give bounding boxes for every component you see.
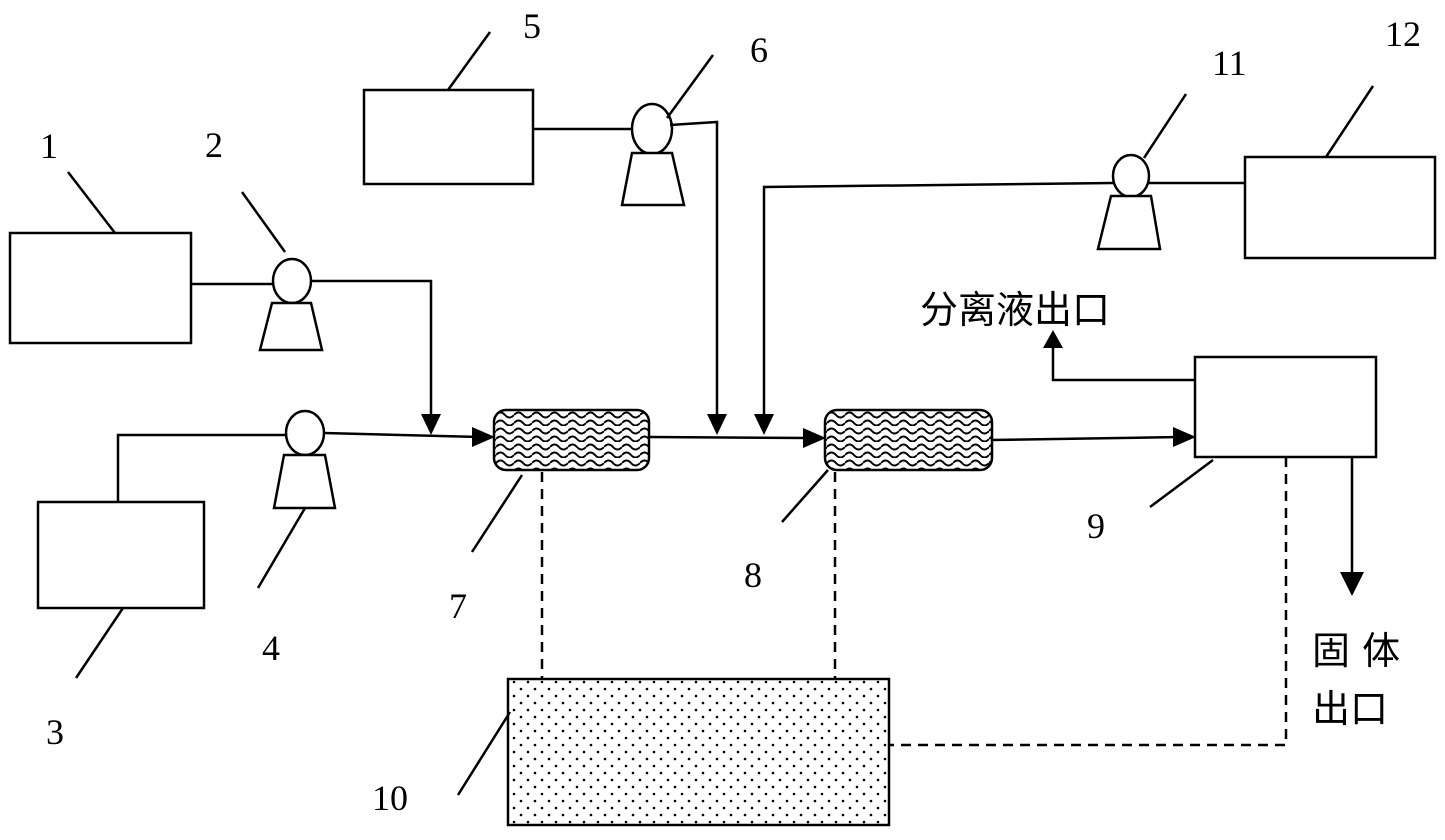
pipe-liquid-outlet: [1051, 345, 1195, 382]
pipe-pump-11-to-mix: [762, 181, 1114, 420]
label-6: 6: [750, 30, 768, 70]
leader-6: [665, 54, 715, 119]
label-1: 1: [40, 126, 58, 166]
leader-10: [456, 711, 512, 796]
leader-9: [1149, 458, 1214, 509]
pipe-pump-6-to-mix: [669, 120, 719, 420]
liquid-outlet-label: 分离液出口: [920, 288, 1110, 332]
label-8: 8: [744, 555, 762, 595]
leader-12: [1324, 85, 1375, 158]
arrow-into-reactor-8: [803, 428, 826, 448]
arrow-liquid-outlet: [1043, 330, 1063, 348]
arrow-down-mix-1: [421, 414, 441, 435]
leader-3: [74, 607, 125, 679]
controller-10: [506, 677, 891, 827]
arrow-down-mix-2: [707, 414, 727, 435]
leader-8: [781, 469, 829, 523]
label-4: 4: [262, 628, 280, 668]
separator-9: [1193, 355, 1378, 459]
arrow-down-mix-3: [754, 414, 774, 435]
pipe-reactor-7-to-8: [648, 435, 811, 440]
arrow-into-separator-9: [1173, 427, 1196, 447]
pipe-pump-4-to-reactor-7: [323, 431, 481, 439]
pump-6: [620, 102, 686, 207]
leader-11: [1142, 93, 1188, 159]
signal-separator-9: [889, 457, 1288, 747]
pipe-3-to-pump-4: [116, 433, 286, 502]
label-5: 5: [523, 6, 541, 46]
reactor-7: [492, 408, 651, 472]
arrow-into-reactor-7: [472, 427, 495, 447]
solid-outlet-label-line2: 出口: [1312, 687, 1388, 731]
label-11: 11: [1212, 43, 1247, 83]
tank-3: [36, 500, 206, 610]
reactor-8: [823, 408, 994, 472]
label-2: 2: [205, 125, 223, 165]
pump-2: [258, 257, 324, 352]
leader-5: [446, 31, 492, 91]
label-9: 9: [1087, 506, 1105, 546]
leader-2: [240, 191, 287, 253]
solid-outlet-label-line1: 固 体: [1312, 629, 1400, 673]
pipe-pump-2-to-mix: [310, 279, 433, 420]
leader-7: [470, 474, 524, 553]
pump-4: [272, 409, 337, 510]
tank-12: [1243, 155, 1437, 260]
leader-1: [67, 171, 116, 234]
label-12: 12: [1385, 14, 1421, 54]
pipe-reactor-8-to-9: [991, 435, 1181, 442]
label-10: 10: [372, 778, 408, 818]
pump-11: [1096, 153, 1162, 251]
tank-1: [8, 231, 193, 345]
arrow-solid-outlet: [1340, 572, 1364, 596]
tank-5: [362, 88, 535, 186]
label-3: 3: [46, 712, 64, 752]
leader-4: [256, 507, 307, 589]
label-7: 7: [449, 586, 467, 626]
